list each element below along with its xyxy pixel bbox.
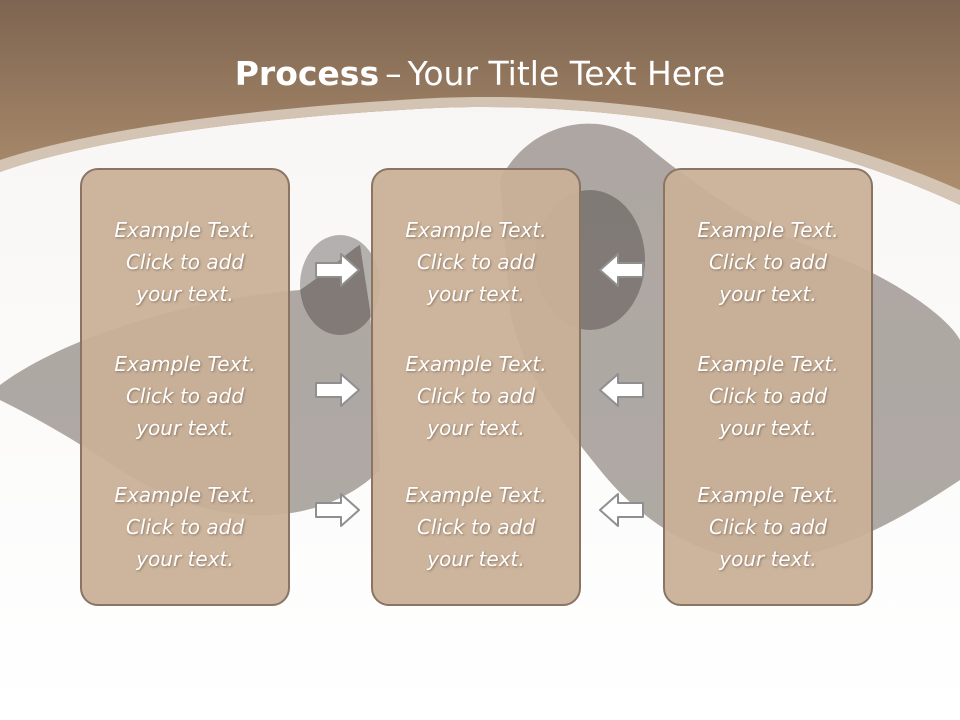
text-line: Example Text.: [114, 352, 256, 376]
text-line: Example Text.: [405, 483, 547, 507]
text-line: Click to add: [416, 250, 536, 274]
text-line: Example Text.: [697, 483, 839, 507]
text-line: your text.: [427, 416, 525, 440]
title-bold: Process: [234, 54, 380, 93]
text-line: Example Text.: [114, 483, 256, 507]
title-text: Your Title Text Here: [407, 54, 726, 93]
text-line: Click to add: [125, 384, 245, 408]
text-line: Example Text.: [114, 218, 256, 242]
text-line: your text.: [719, 282, 817, 306]
text-block[interactable]: Example Text. Click to add your text.: [665, 479, 871, 575]
text-block[interactable]: Example Text. Click to add your text.: [373, 348, 579, 444]
arrow-left-icon[interactable]: [596, 490, 646, 530]
text-block[interactable]: Example Text. Click to add your text.: [82, 214, 288, 310]
title-separator: –: [385, 54, 402, 93]
arrow-right-icon[interactable]: [313, 250, 363, 290]
process-panel-right[interactable]: Example Text. Click to add your text. Ex…: [663, 168, 873, 606]
text-line: Example Text.: [405, 218, 547, 242]
arrow-left-icon[interactable]: [596, 250, 646, 290]
text-block[interactable]: Example Text. Click to add your text.: [82, 348, 288, 444]
text-line: Click to add: [416, 515, 536, 539]
arrow-left-icon[interactable]: [596, 370, 646, 410]
text-line: your text.: [136, 416, 234, 440]
text-line: your text.: [427, 282, 525, 306]
text-line: your text.: [719, 547, 817, 571]
text-line: your text.: [136, 547, 234, 571]
text-line: your text.: [427, 547, 525, 571]
text-line: your text.: [136, 282, 234, 306]
arrow-right-icon[interactable]: [313, 490, 363, 530]
text-line: Click to add: [125, 515, 245, 539]
text-block[interactable]: Example Text. Click to add your text.: [373, 214, 579, 310]
process-panel-left[interactable]: Example Text. Click to add your text. Ex…: [80, 168, 290, 606]
text-line: your text.: [719, 416, 817, 440]
text-line: Example Text.: [697, 218, 839, 242]
text-line: Click to add: [708, 384, 828, 408]
text-line: Click to add: [708, 250, 828, 274]
text-line: Example Text.: [405, 352, 547, 376]
process-panel-middle[interactable]: Example Text. Click to add your text. Ex…: [371, 168, 581, 606]
text-block[interactable]: Example Text. Click to add your text.: [373, 479, 579, 575]
text-block[interactable]: Example Text. Click to add your text.: [82, 479, 288, 575]
text-block[interactable]: Example Text. Click to add your text.: [665, 348, 871, 444]
slide-title[interactable]: Process–Your Title Text Here: [0, 52, 960, 96]
text-block[interactable]: Example Text. Click to add your text.: [665, 214, 871, 310]
text-line: Click to add: [125, 250, 245, 274]
arrow-right-icon[interactable]: [313, 370, 363, 410]
text-line: Click to add: [708, 515, 828, 539]
text-line: Click to add: [416, 384, 536, 408]
text-line: Example Text.: [697, 352, 839, 376]
